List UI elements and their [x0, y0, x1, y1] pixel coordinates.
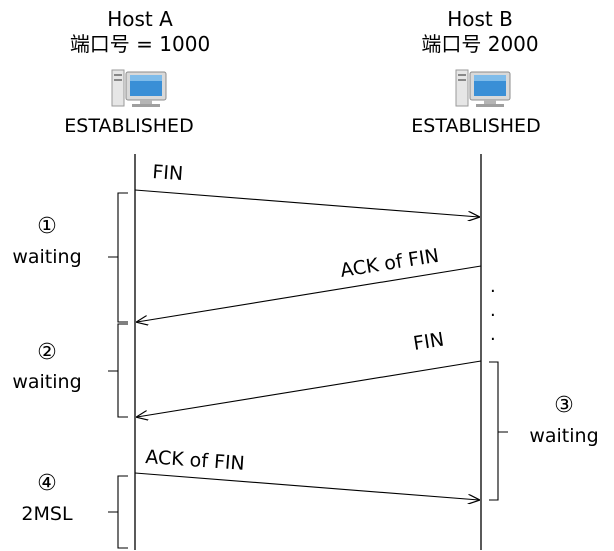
host-a-state: ESTABLISHED	[64, 115, 194, 137]
phase-1-label: waiting	[12, 246, 82, 268]
bracket-phase-2	[108, 323, 128, 418]
continuation-dot: .	[490, 324, 496, 345]
arrow-fin-b-to-a	[137, 360, 482, 417]
phase-4-label: 2MSL	[21, 503, 73, 525]
host-b-name: Host B	[447, 7, 513, 31]
bracket-phase-1	[108, 192, 128, 323]
arrow-fin-a-to-b	[134, 189, 479, 217]
phase-2-number: ②	[37, 340, 57, 365]
phase-4-number: ④	[37, 471, 57, 496]
arrow-ack-a-to-b	[134, 472, 479, 500]
bracket-phase-3	[489, 361, 508, 501]
computer-icon	[111, 69, 167, 107]
continuation-dot: .	[490, 300, 496, 321]
host-b-port: 端口号 2000	[421, 32, 539, 56]
host-a-name: Host A	[107, 7, 173, 31]
phase-2-label: waiting	[12, 371, 82, 393]
computer-icon	[455, 69, 511, 107]
arrow-ack-b-to-a	[137, 265, 482, 322]
continuation-dot: .	[490, 276, 496, 297]
phase-1-number: ①	[37, 214, 57, 239]
msg-fin-a: FIN	[151, 161, 184, 186]
host-b-state: ESTABLISHED	[411, 115, 541, 137]
bracket-phase-4	[108, 475, 128, 549]
phase-3-number: ③	[554, 393, 574, 418]
msg-fin-b: FIN	[411, 328, 446, 355]
host-a-port: 端口号 = 1000	[69, 32, 211, 56]
phase-3-label: waiting	[529, 425, 599, 447]
